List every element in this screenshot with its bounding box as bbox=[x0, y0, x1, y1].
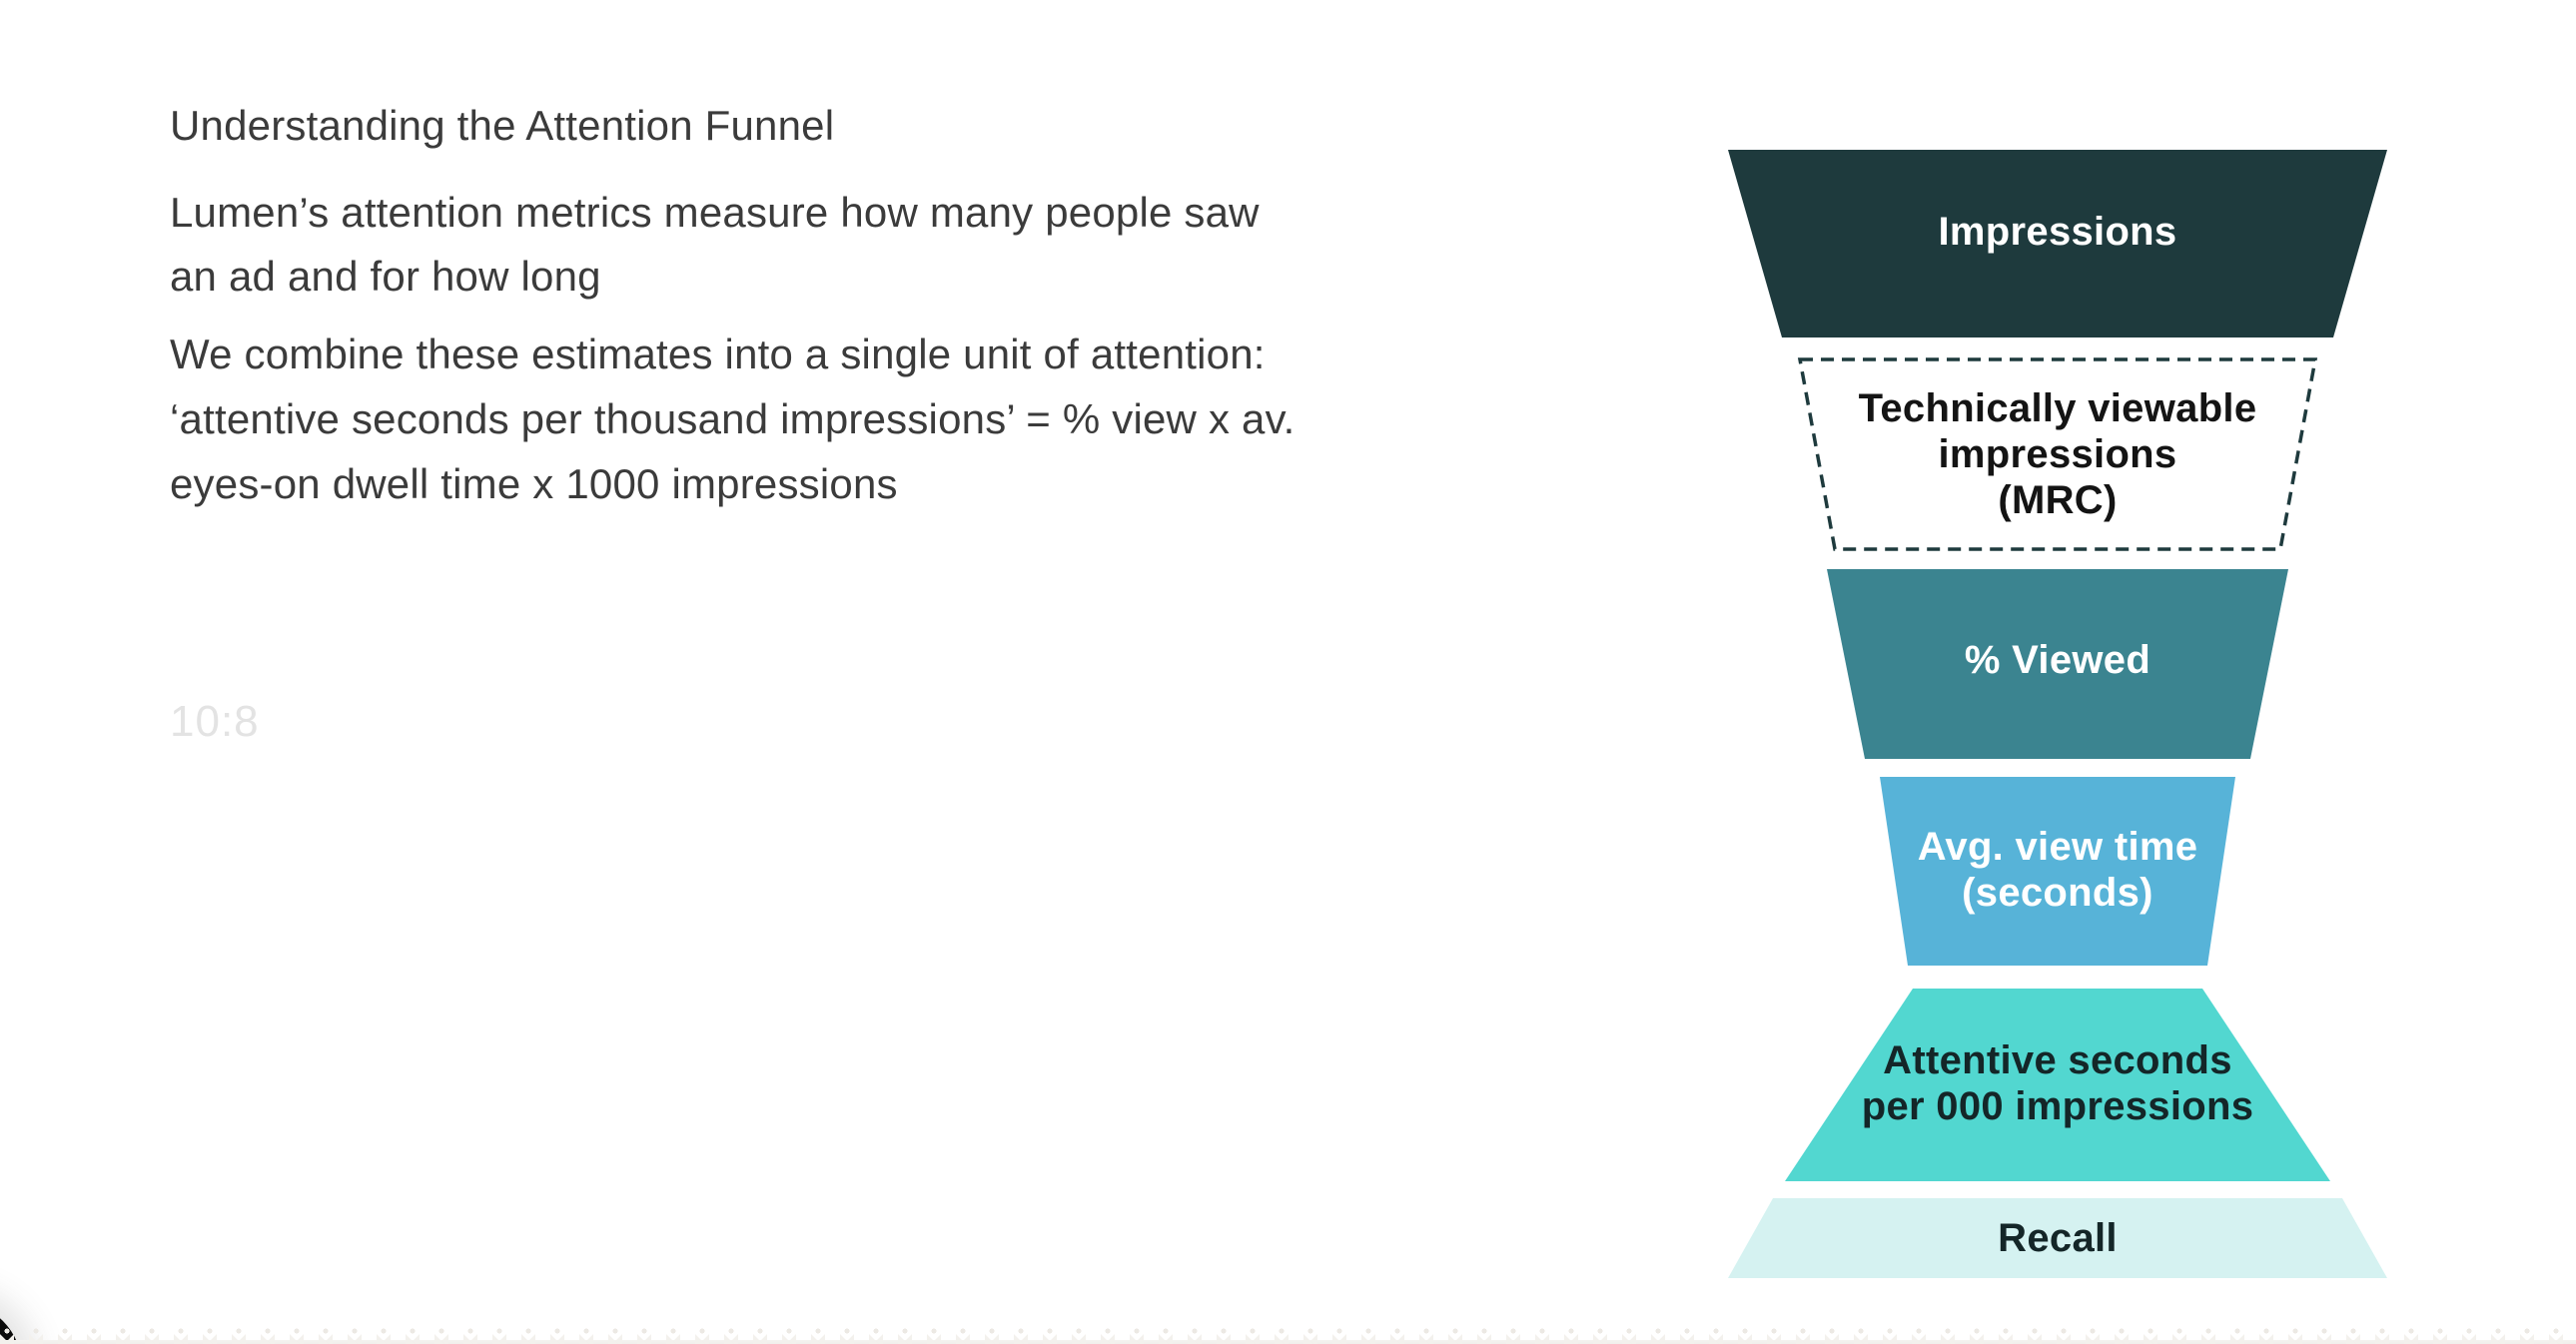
funnel-stage-shape-technically-viewable bbox=[1797, 357, 2318, 551]
funnel-stage-shape-percent-viewed bbox=[1827, 569, 2288, 759]
funnel-stage-shape-recall bbox=[1728, 1198, 2387, 1278]
funnel-stage-shape-avg-view-time bbox=[1880, 777, 2235, 966]
funnel-stage-shape-impressions bbox=[1728, 150, 2387, 337]
body-paragraph-2: We combine these estimates into a single… bbox=[170, 331, 1295, 507]
funnel-shapes bbox=[1728, 150, 2387, 1278]
aspect-ratio-label: 10:8 bbox=[170, 697, 260, 746]
funnel-stage-label-impressions: Impressions bbox=[1938, 210, 2177, 254]
funnel-stage-label-recall: Recall bbox=[1998, 1216, 2118, 1260]
torn-paper-edge bbox=[0, 1328, 2576, 1344]
attention-funnel-diagram: Impressions Technically viewable impress… bbox=[1718, 140, 2397, 1298]
funnel-stage-label-avg-view-time: Avg. view time (seconds) bbox=[1917, 825, 2198, 915]
funnel-stage-shape-attentive-seconds bbox=[1785, 989, 2330, 1181]
page-title: Understanding the Attention Funnel bbox=[170, 102, 835, 149]
body-paragraph-1: Lumen’s attention metrics measure how ma… bbox=[170, 189, 1260, 300]
funnel-stage-label-technically-viewable: Technically viewable impressions (MRC) bbox=[1858, 386, 2257, 522]
funnel-stage-label-percent-viewed: % Viewed bbox=[1964, 638, 2151, 682]
funnel-stage-label-attentive-seconds: Attentive seconds per 000 impressions bbox=[1861, 1038, 2254, 1128]
